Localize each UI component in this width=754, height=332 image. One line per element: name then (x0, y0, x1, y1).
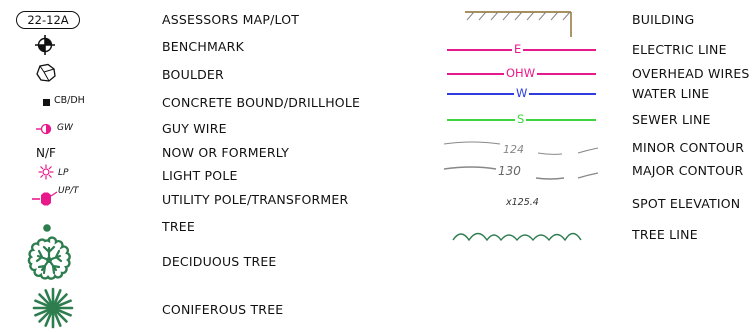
now-formerly-tag: N/F (36, 146, 56, 160)
deciduous-tree-icon (27, 236, 71, 280)
utility-pole-icon (32, 191, 58, 206)
coniferous-tree-icon (32, 287, 74, 329)
building-icon (465, 11, 572, 37)
now-formerly-label: NOW OR FORMERLY (162, 145, 290, 160)
sewer-line-tag: S (515, 112, 527, 126)
concrete-bound-label: CONCRETE BOUND/DRILLHOLE (162, 95, 361, 110)
spot-elevation-tag: x125.4 (506, 197, 539, 208)
major-contour-tag: 130 (498, 164, 521, 178)
overhead-wires-tag: OHW (504, 66, 538, 80)
major-contour-label: MAJOR CONTOUR (632, 163, 744, 178)
major-contour-stroke (443, 166, 599, 180)
boulder-label: BOULDER (162, 67, 224, 82)
utility-pole-tag: UP/T (58, 186, 79, 196)
electric-line-tag: E (512, 42, 524, 56)
tree-icon (43, 224, 51, 232)
spot-elevation-label: SPOT ELEVATION (632, 196, 741, 211)
electric-line-label: ELECTRIC LINE (632, 42, 727, 57)
tree-line-stroke (452, 232, 582, 242)
minor-contour-label: MINOR CONTOUR (632, 140, 745, 155)
benchmark-icon (35, 35, 55, 55)
water-line-label: WATER LINE (632, 86, 710, 101)
concrete-bound-tag: CB/DH (54, 95, 85, 106)
light-pole-icon (38, 164, 54, 180)
light-pole-tag: LP (58, 168, 69, 178)
benchmark-label: BENCHMARK (162, 39, 244, 54)
water-line-tag: W (514, 86, 530, 100)
light-pole-label: LIGHT POLE (162, 168, 238, 183)
guy-wire-tag: GW (57, 123, 73, 133)
sewer-line-label: SEWER LINE (632, 112, 711, 127)
overhead-wires-label: OVERHEAD WIRES (632, 66, 750, 81)
minor-contour-stroke (443, 141, 599, 155)
map-lot-tag: 22-12A (16, 11, 80, 29)
deciduous-tree-label: DECIDUOUS TREE (162, 254, 277, 269)
tree-line-label: TREE LINE (632, 227, 698, 242)
boulder-icon (36, 63, 56, 82)
utility-pole-label: UTILITY POLE/TRANSFORMER (162, 192, 349, 207)
map-lot-label: ASSESSORS MAP/LOT (162, 12, 300, 27)
minor-contour-tag: 124 (503, 143, 524, 156)
tree-label: TREE (162, 219, 195, 234)
coniferous-tree-label: CONIFEROUS TREE (162, 302, 284, 317)
concrete-bound-icon (43, 99, 50, 106)
building-label: BUILDING (632, 12, 695, 27)
guy-wire-icon (36, 123, 52, 135)
guy-wire-label: GUY WIRE (162, 121, 227, 136)
